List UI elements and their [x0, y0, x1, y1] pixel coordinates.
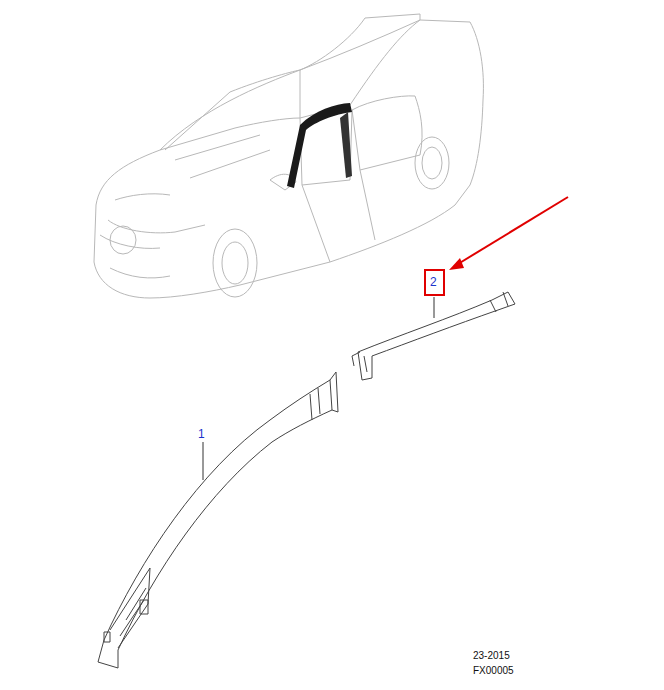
- part-1-moulding: [98, 372, 338, 668]
- pillar-strip: [287, 103, 352, 188]
- figure-code: FX00005: [473, 666, 514, 676]
- arrow-head: [449, 258, 464, 270]
- leader-line: [434, 297, 435, 318]
- car-outline: [94, 14, 483, 298]
- callout-number: 1: [198, 428, 205, 440]
- pillar-strip: [340, 112, 352, 178]
- part-2-moulding: [352, 292, 515, 380]
- pointer-arrow: [458, 197, 568, 264]
- highlight-box: [425, 270, 444, 295]
- leader-line: [203, 442, 204, 480]
- callout-number: 2: [430, 276, 437, 288]
- date-code: 23-2015: [473, 651, 510, 661]
